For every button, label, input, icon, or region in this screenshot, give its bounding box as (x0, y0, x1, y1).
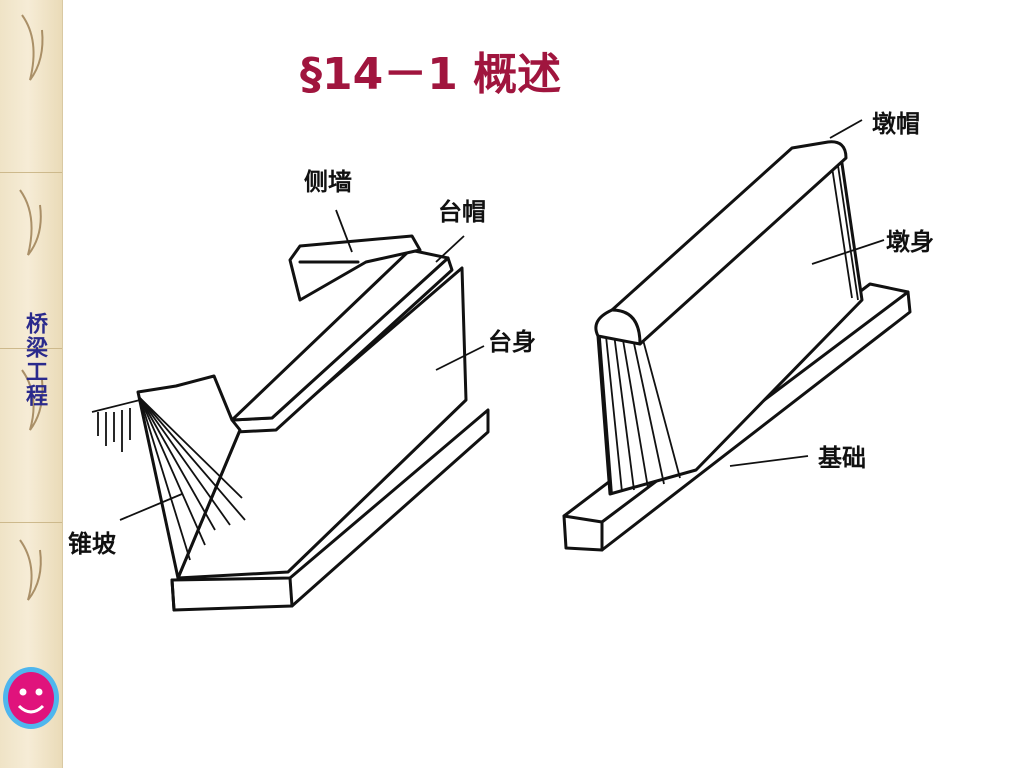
label-side-wall: 侧墙 (304, 167, 352, 196)
label-pier-body: 墩身 (886, 227, 934, 256)
smiley-icon[interactable] (0, 662, 62, 732)
label-abutment-body: 台身 (488, 327, 536, 356)
label-slope: 锥坡 (68, 529, 116, 558)
sidebar: 桥梁工程 (0, 0, 63, 768)
leader-lines (119, 119, 885, 521)
label-foundation: 基础 (818, 443, 866, 472)
abutment-drawing (91, 234, 490, 612)
slide-title: §14－1 概述 (300, 49, 562, 100)
label-abutment-cap: 台帽 (438, 197, 486, 226)
label-pier-cap: 墩帽 (872, 109, 920, 138)
pier-abutment-diagram: 侧墙 台帽 台身 锥坡 墩帽 墩身 基础 (68, 109, 934, 612)
sidebar-title: 桥梁工程 (22, 312, 48, 408)
fish-decoration (19, 14, 44, 601)
pier-drawing (562, 140, 912, 552)
